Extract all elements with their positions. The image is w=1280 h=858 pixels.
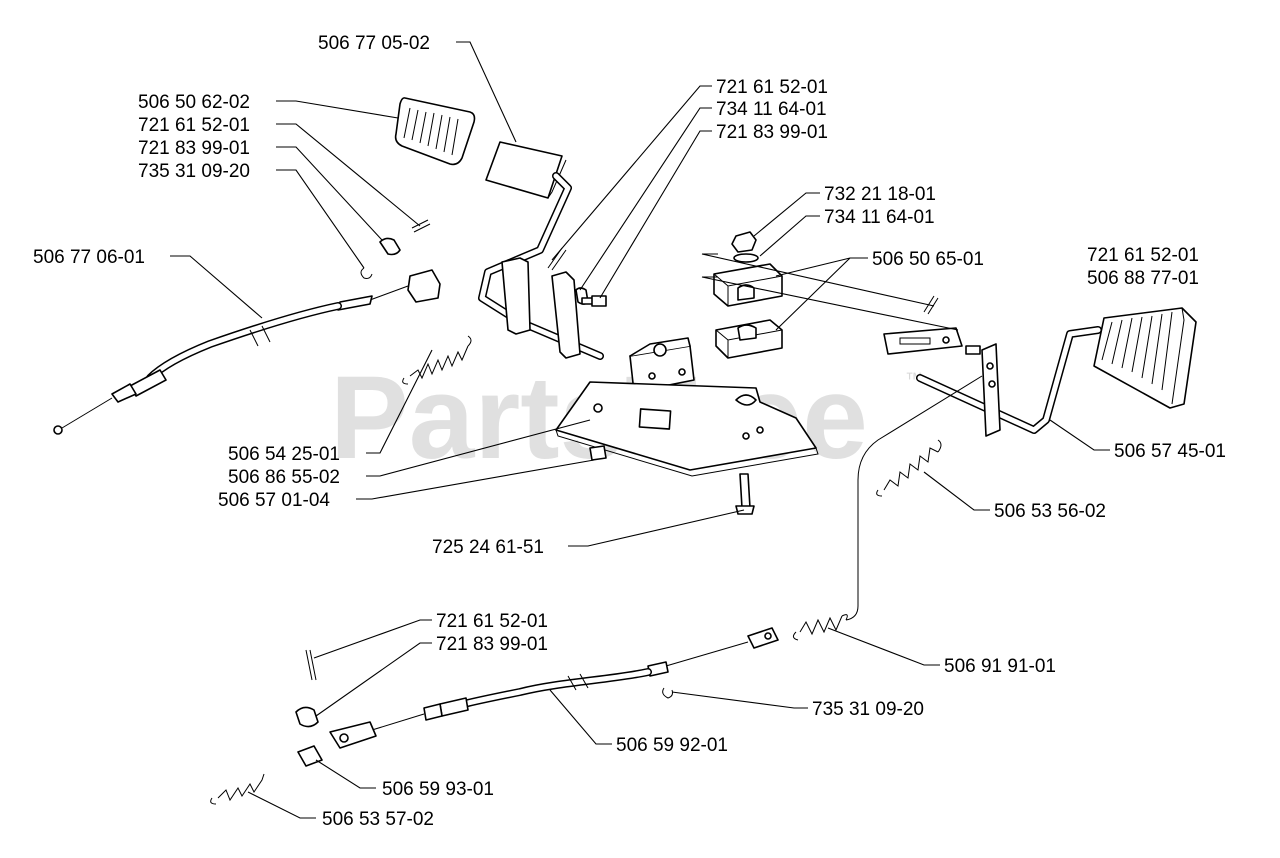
part-label: 506 59 93-01 — [382, 779, 494, 800]
nut-top — [731, 231, 757, 253]
part-label: 735 31 09-20 — [138, 161, 250, 182]
cotter-pin-lower — [305, 649, 317, 681]
washer-top — [733, 253, 759, 263]
pedal-pad-right — [1093, 307, 1197, 409]
part-label: 506 57 45-01 — [1114, 441, 1226, 462]
part-label: 721 61 52-01 — [1087, 245, 1199, 266]
part-label: 721 83 99-01 — [716, 122, 828, 143]
part-label: 721 61 52-01 — [436, 611, 548, 632]
mount-block — [629, 337, 695, 393]
part-label: 506 53 56-02 — [994, 501, 1106, 522]
bracket-right-hole-b — [988, 380, 996, 388]
part-label: 735 31 09-20 — [812, 699, 924, 720]
link-wire — [845, 375, 983, 621]
bracket-left-b — [551, 271, 581, 359]
part-label: 506 50 62-02 — [138, 92, 250, 113]
bolt-long — [735, 473, 755, 515]
part-label: 506 86 55-02 — [228, 467, 340, 488]
spring-left — [402, 335, 472, 385]
e-clip-a — [360, 267, 373, 279]
clevis-pin-lower — [295, 706, 319, 728]
part-label: 506 88 77-01 — [1087, 268, 1199, 289]
part-label: 721 83 99-01 — [436, 634, 548, 655]
part-label: 506 50 65-01 — [872, 249, 984, 270]
clevis-block — [407, 269, 441, 303]
drawing — [53, 97, 1197, 805]
watermark-tm: ™ — [905, 369, 923, 389]
bolt-left — [581, 295, 607, 307]
part-label: 506 91 91-01 — [944, 656, 1056, 677]
spring-lower — [792, 614, 848, 641]
pedal-pad-center — [485, 141, 567, 199]
clevis-pin-a — [379, 237, 401, 256]
part-label: 721 61 52-01 — [138, 115, 250, 136]
part-label: 506 77 05-02 — [318, 33, 430, 54]
bracket-left-a — [501, 257, 531, 335]
part-label: 721 83 99-01 — [138, 138, 250, 159]
part-label: 506 57 01-04 — [218, 490, 330, 511]
clamp-block-upper — [713, 263, 783, 307]
e-clip-lower — [662, 687, 673, 699]
link-hole — [942, 336, 950, 344]
link-plate-right — [883, 327, 963, 355]
part-label: 506 54 25-01 — [228, 444, 340, 465]
cotter-pin-a — [411, 219, 431, 233]
part-label: 506 59 92-01 — [616, 735, 728, 756]
part-label: 734 11 64-01 — [824, 207, 935, 228]
part-label: 725 24 61-51 — [432, 537, 544, 558]
part-label: 506 53 57-02 — [322, 809, 434, 830]
pedal-pad-left — [394, 97, 476, 166]
bracket-right-hole-a — [986, 362, 994, 370]
part-label: 734 11 64-01 — [716, 99, 827, 120]
part-labels: 506 77 05-02 506 50 62-02 721 61 52-01 7… — [33, 33, 1226, 830]
cable-lower — [371, 627, 779, 731]
cable-left — [53, 285, 409, 435]
bracket-right — [981, 343, 1001, 437]
pin-right — [965, 345, 981, 355]
base-plate — [555, 381, 819, 477]
clamp-block-lower — [715, 319, 783, 359]
spring-bottom — [210, 773, 265, 805]
part-label: 721 61 52-01 — [716, 77, 828, 98]
clevis-lower — [329, 721, 377, 749]
cotter-pin-left — [547, 247, 567, 271]
nut-under-plate — [589, 445, 607, 461]
spring-right — [876, 439, 942, 497]
pedal-arm-left — [478, 172, 604, 360]
bushing-lower — [297, 745, 323, 767]
part-label: 732 21 18-01 — [824, 184, 936, 205]
leader-lines — [170, 41, 1110, 819]
part-label: 506 77 06-01 — [33, 247, 145, 268]
link-slot — [899, 337, 931, 345]
